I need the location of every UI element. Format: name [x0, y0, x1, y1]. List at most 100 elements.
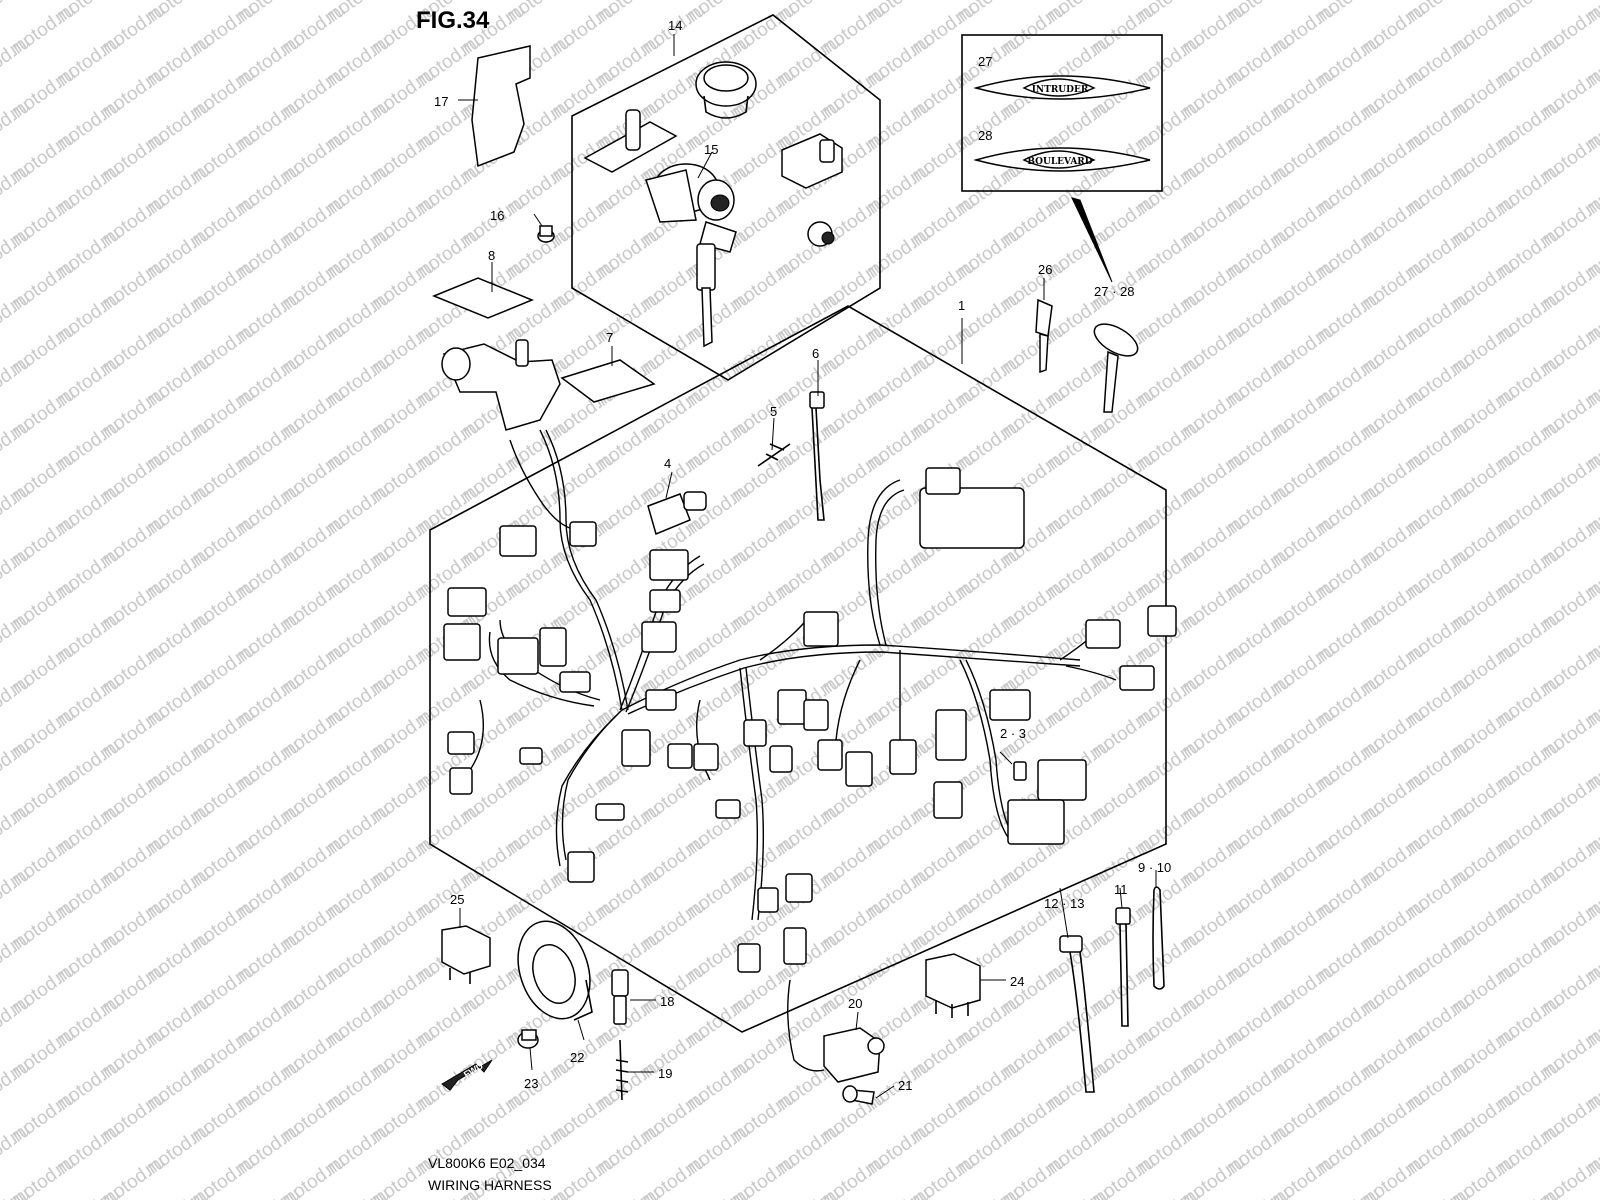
callout-26: 26	[1038, 262, 1052, 277]
relay-part-24	[925, 953, 981, 1018]
connector-t	[769, 745, 793, 773]
connector-g	[559, 671, 591, 693]
callout-27-28: 27 · 28	[1094, 284, 1134, 299]
connector-f	[539, 627, 567, 667]
connector-l	[925, 467, 961, 495]
watermark-text: motod.ru	[1041, 1184, 1114, 1200]
relay-part-25	[441, 925, 491, 984]
emblem-28-label: BOULEVARD	[1027, 157, 1092, 167]
ignition-key-part	[696, 221, 737, 348]
ignition-switch-part	[583, 109, 735, 223]
watermark-text: motod.ru	[321, 1184, 394, 1200]
connector-h	[649, 549, 689, 581]
watermark-text: motod.ru	[1401, 1184, 1474, 1200]
cable-tie-part-12-13	[1059, 935, 1095, 1093]
connector-ac	[1147, 605, 1177, 637]
switch-part-18	[611, 969, 629, 1025]
key-part-27-28	[1093, 323, 1139, 413]
connector-j	[641, 621, 677, 653]
watermark-text: motod.ru	[951, 1184, 1024, 1200]
connector-ad	[447, 731, 475, 755]
spring-part-19	[615, 1039, 629, 1101]
connector-af	[519, 747, 543, 765]
plate-part-17	[471, 45, 531, 168]
connector-k	[645, 689, 677, 711]
callout-11: 11	[1114, 882, 1128, 897]
callout-9-10: 9 · 10	[1138, 860, 1171, 875]
callout-22: 22	[570, 1050, 584, 1065]
callout-28: 28	[978, 128, 992, 143]
callout-21: 21	[898, 1078, 912, 1093]
connector-p	[743, 719, 767, 747]
callout-17: 17	[434, 94, 448, 109]
callout-labels: 1 2 · 3 4 5 6 7 8 9 · 10 11 12 · 13 14 1…	[434, 18, 1171, 1093]
connector-ag	[595, 803, 625, 821]
connector-m	[803, 611, 839, 647]
watermark-text: motod.ru	[591, 1184, 664, 1200]
bolt-part-16	[537, 225, 555, 243]
fuse-2-3-part	[1013, 761, 1027, 781]
connector-ai	[715, 799, 741, 819]
watermark-text: motod.ru	[861, 1184, 934, 1200]
callout-8: 8	[488, 248, 495, 263]
callout-6: 6	[812, 346, 819, 361]
connector-q	[621, 729, 651, 767]
callout-5: 5	[770, 404, 777, 419]
cable-tie-part-6	[809, 391, 825, 521]
sensor-part-20	[823, 1027, 885, 1083]
connector-aa	[1085, 619, 1121, 649]
callout-20: 20	[848, 996, 862, 1011]
callout-16: 16	[490, 208, 504, 223]
callout-18: 18	[660, 994, 674, 1009]
connector-aj	[785, 873, 813, 903]
connector-w	[889, 739, 917, 775]
seat-lock-part	[781, 133, 843, 247]
key-set-box	[571, 14, 881, 381]
emblem-27-label: INTRUDER	[1032, 85, 1089, 95]
sensor-part-4	[647, 491, 707, 536]
watermark-text: motod.ru	[231, 1184, 304, 1200]
watermark-text: motod.ru	[141, 1184, 214, 1200]
connector-i	[649, 589, 681, 613]
callout-27: 27	[978, 54, 992, 69]
main-harness-box	[429, 305, 1167, 1033]
connector-e	[497, 637, 539, 675]
connector-ae	[449, 767, 473, 795]
connector-y	[933, 781, 963, 819]
watermark-text: motod.ru	[1221, 1184, 1294, 1200]
watermark-text: motod.ru	[0, 0, 34, 28]
fuse-box-part	[1037, 759, 1087, 801]
figure-title: FIG.34	[416, 7, 490, 34]
callout-12-13: 12 · 13	[1044, 896, 1084, 911]
pad-part-7	[560, 359, 656, 403]
watermark-text: motod.ru	[1491, 1184, 1564, 1200]
connector-c	[447, 587, 487, 617]
callout-15: 15	[704, 142, 718, 157]
watermark-text: motod.ru	[1131, 1184, 1204, 1200]
callout-25: 25	[450, 892, 464, 907]
connector-b	[569, 521, 597, 547]
cable-tie-part-11	[1115, 907, 1131, 1027]
callout-4: 4	[664, 456, 671, 471]
figure-caption: WIRING HARNESS	[428, 1177, 552, 1193]
connector-d	[443, 623, 481, 661]
connector-am	[783, 927, 807, 965]
watermark-text: motod.ru	[681, 1184, 754, 1200]
leader-lines	[458, 99, 1157, 1099]
connector-o	[803, 699, 829, 731]
connector-al	[737, 943, 761, 973]
connector-z	[989, 689, 1031, 721]
key-part-26	[1035, 298, 1053, 374]
emblem-box: INTRUDER BOULEVARD	[961, 34, 1163, 283]
pad-part-8	[432, 277, 534, 319]
band-part-9-10	[1152, 886, 1165, 990]
watermark-text: motod.ru	[1311, 1184, 1384, 1200]
callout-24: 24	[1010, 974, 1024, 989]
fuse-box-cover-part	[1007, 799, 1065, 845]
connector-r	[667, 743, 693, 769]
callout-19: 19	[658, 1066, 672, 1081]
connector-ah	[567, 851, 595, 883]
connector-n	[777, 689, 807, 725]
